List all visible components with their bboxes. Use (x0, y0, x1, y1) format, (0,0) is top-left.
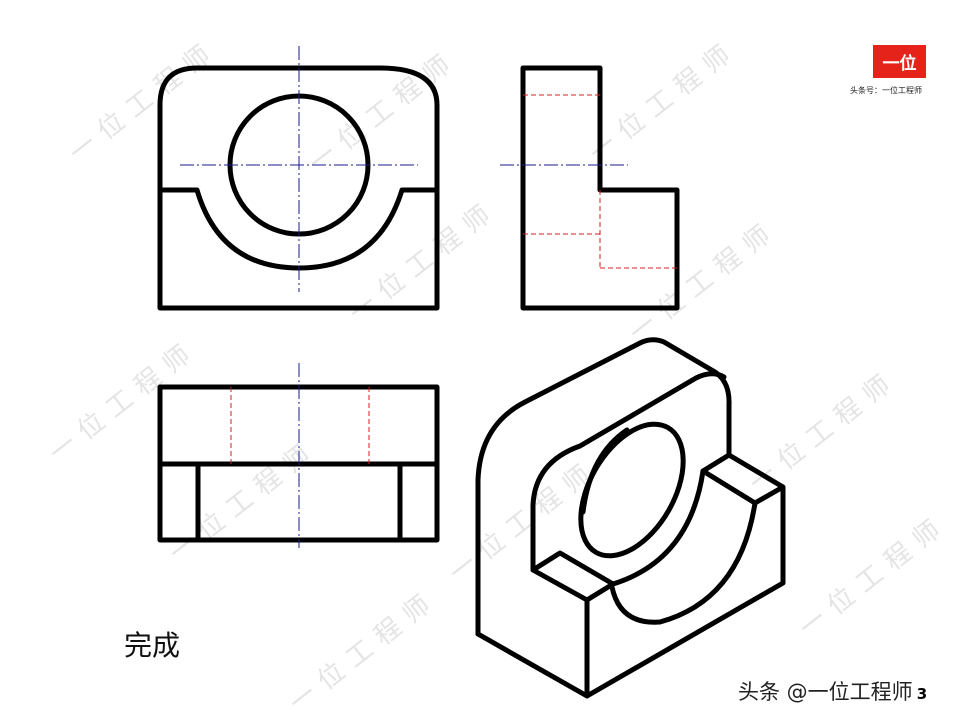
logo: 一位 (873, 45, 926, 78)
top-view (157, 363, 440, 548)
caption: 完成 (124, 629, 181, 662)
isometric-view (475, 337, 786, 699)
front-view-outline (157, 65, 440, 311)
footer: 头条 @一位工程师 3 (738, 676, 927, 706)
footer-credit: 头条 @一位工程师 (738, 680, 913, 704)
iso-hole (578, 421, 686, 559)
page-number: 3 (916, 685, 928, 703)
logo-subtitle: 头条号：一位工程师 (850, 86, 922, 95)
side-view (500, 65, 680, 311)
side-view-outline (520, 65, 680, 311)
front-view (157, 46, 440, 311)
